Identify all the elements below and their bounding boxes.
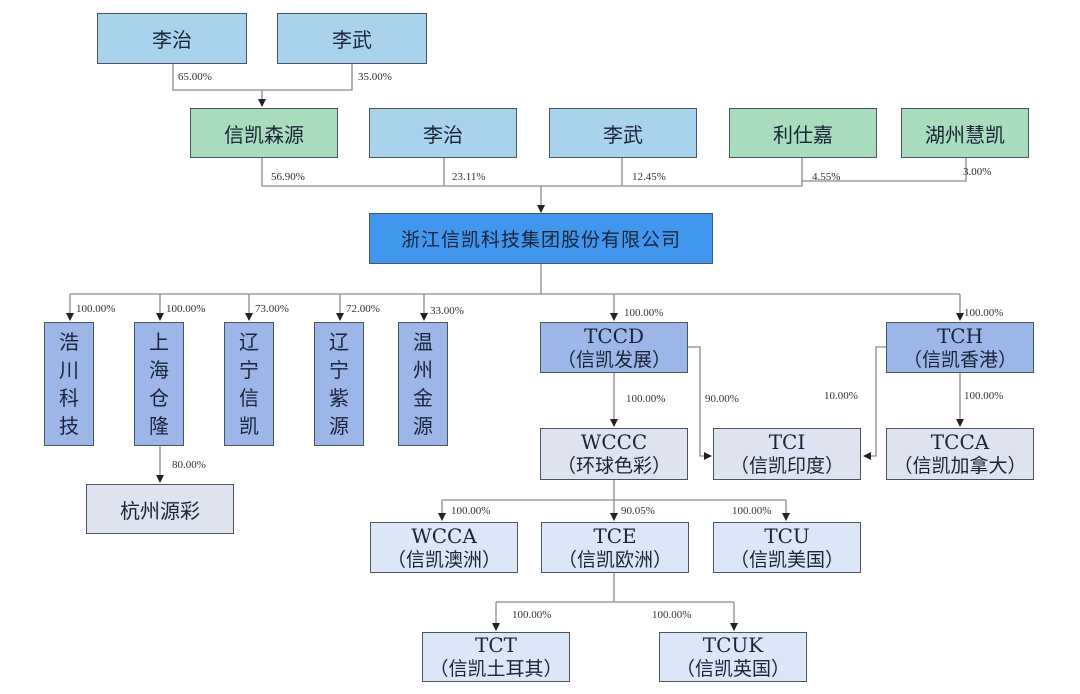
char: 科 <box>59 386 79 410</box>
char: 隆 <box>149 414 169 438</box>
node-xinkai-senyuan: 信凯森源 <box>190 108 338 158</box>
node-code: TCI <box>768 430 806 454</box>
node-li-shijia: 利仕嘉 <box>729 108 877 158</box>
node-code: WCCA <box>411 523 477 548</box>
pct-lizhi-parent: 23.11% <box>452 171 486 183</box>
node-code: TCCA <box>930 430 990 454</box>
pct-lizhi-senyuan: 65.00% <box>178 71 212 83</box>
node-tccd: TCCD （信凯发展） <box>540 322 688 373</box>
node-name: （信凯美国） <box>729 548 844 571</box>
node-tce: TCE （信凯欧洲） <box>541 522 689 573</box>
node-code: TCH <box>936 323 984 348</box>
char: 宁 <box>329 358 349 382</box>
node-tcu: TCU （信凯美国） <box>713 522 861 573</box>
node-name: （信凯欧洲） <box>557 548 672 571</box>
node-name: （信凯英国） <box>675 658 790 680</box>
node-code: TCCD <box>584 323 644 348</box>
node-wccc: WCCC （环球色彩） <box>540 428 688 480</box>
pct-tce-tcuk: 100.00% <box>652 609 692 621</box>
node-label: 李武 <box>603 122 643 147</box>
node-code: TCUK <box>702 633 764 657</box>
pct-tccd-tci: 90.00% <box>705 393 739 405</box>
node-name: （信凯土耳其） <box>429 658 563 680</box>
node-label: 李治 <box>152 28 192 52</box>
node-tct: TCT （信凯土耳其） <box>422 632 570 682</box>
pct-shanghai: 100.00% <box>166 303 206 315</box>
pct-lishijia-parent: 4.55% <box>812 171 841 183</box>
node-label: 杭州源彩 <box>120 498 200 523</box>
node-tch: TCH （信凯香港） <box>886 322 1034 373</box>
node-name: （信凯澳洲） <box>386 548 501 571</box>
char: 紫 <box>329 386 349 410</box>
node-name: （环球色彩） <box>556 455 671 477</box>
char: 源 <box>413 414 433 438</box>
node-label: 利仕嘉 <box>773 122 833 147</box>
char: 金 <box>413 386 433 410</box>
char: 辽 <box>239 330 259 354</box>
node-li-zhi: 李治 <box>369 108 517 158</box>
node-tcuk: TCUK （信凯英国） <box>659 632 807 682</box>
node-label: 浙江信凯科技集团股份有限公司 <box>400 229 681 251</box>
node-code: WCCC <box>580 430 648 454</box>
pct-tch-tcca: 100.00% <box>964 390 1004 402</box>
char: 上 <box>149 330 169 354</box>
node-code: TCT <box>475 633 517 657</box>
node-liaoning-xinkai: 辽宁信凯 <box>224 322 274 446</box>
char: 技 <box>59 414 79 438</box>
node-li-wu-top: 李武 <box>277 13 427 64</box>
node-huzhou-huikai: 湖州慧凯 <box>901 108 1029 158</box>
node-label: 李治 <box>423 122 463 147</box>
node-hangzhou-yuancai: 杭州源彩 <box>86 484 234 534</box>
pct-wenzhou: 33.00% <box>430 305 464 317</box>
char: 川 <box>59 358 79 382</box>
node-wenzhou-jinyuan: 温州金源 <box>398 322 448 446</box>
pct-liwu-parent: 12.45% <box>632 171 666 183</box>
pct-tce-tct: 100.00% <box>512 609 552 621</box>
node-liaoning-ziyuan: 辽宁紫源 <box>314 322 364 446</box>
edge-shareholders-bus <box>261 158 803 187</box>
pct-senyuan-parent: 56.90% <box>271 171 305 183</box>
node-li-wu: 李武 <box>549 108 697 158</box>
char: 仓 <box>149 386 169 410</box>
char: 浩 <box>59 330 79 354</box>
node-haochuan-keji: 浩川科技 <box>44 322 94 446</box>
node-label: 李武 <box>332 28 372 52</box>
node-wcca: WCCA （信凯澳洲） <box>370 522 518 573</box>
pct-wccc-tce: 90.05% <box>621 505 655 517</box>
node-label: 湖州慧凯 <box>925 122 1005 147</box>
char: 海 <box>149 358 169 382</box>
char: 凯 <box>239 414 259 438</box>
pct-shanghai-hangzhou: 80.00% <box>172 459 206 471</box>
node-name: （信凯印度） <box>729 455 844 477</box>
node-name: （信凯发展） <box>556 348 671 371</box>
node-tcca: TCCA （信凯加拿大） <box>886 428 1034 480</box>
node-shanghai-canglong: 上海仓隆 <box>134 322 184 446</box>
pct-huzhou-parent: 3.00% <box>963 166 992 178</box>
char: 宁 <box>239 358 259 382</box>
pct-tccd: 100.00% <box>624 307 664 319</box>
pct-haochuan: 100.00% <box>76 303 116 315</box>
node-code: TCE <box>593 523 637 548</box>
pct-tch: 100.00% <box>964 307 1004 319</box>
node-name: （信凯香港） <box>902 348 1017 371</box>
pct-liaoning-xinkai: 73.00% <box>255 303 289 315</box>
pct-tccd-wccc: 100.00% <box>626 393 666 405</box>
pct-liwu-senyuan: 35.00% <box>358 71 392 83</box>
node-tci: TCI （信凯印度） <box>713 428 861 480</box>
char: 温 <box>413 330 433 354</box>
pct-wccc-tcu: 100.00% <box>732 505 772 517</box>
char: 信 <box>239 386 259 410</box>
node-name: （信凯加拿大） <box>893 455 1027 477</box>
node-li-zhi-top: 李治 <box>97 13 247 64</box>
char: 辽 <box>329 330 349 354</box>
edge-huzhou <box>802 158 967 182</box>
pct-liaoning-ziyuan: 72.00% <box>346 303 380 315</box>
pct-wccc-wcca: 100.00% <box>451 505 491 517</box>
node-label: 信凯森源 <box>224 122 304 147</box>
pct-tch-tci: 10.00% <box>824 390 858 402</box>
char: 源 <box>329 414 349 438</box>
char: 州 <box>413 358 433 382</box>
node-parent-company: 浙江信凯科技集团股份有限公司 <box>369 213 713 264</box>
node-code: TCU <box>764 523 810 548</box>
